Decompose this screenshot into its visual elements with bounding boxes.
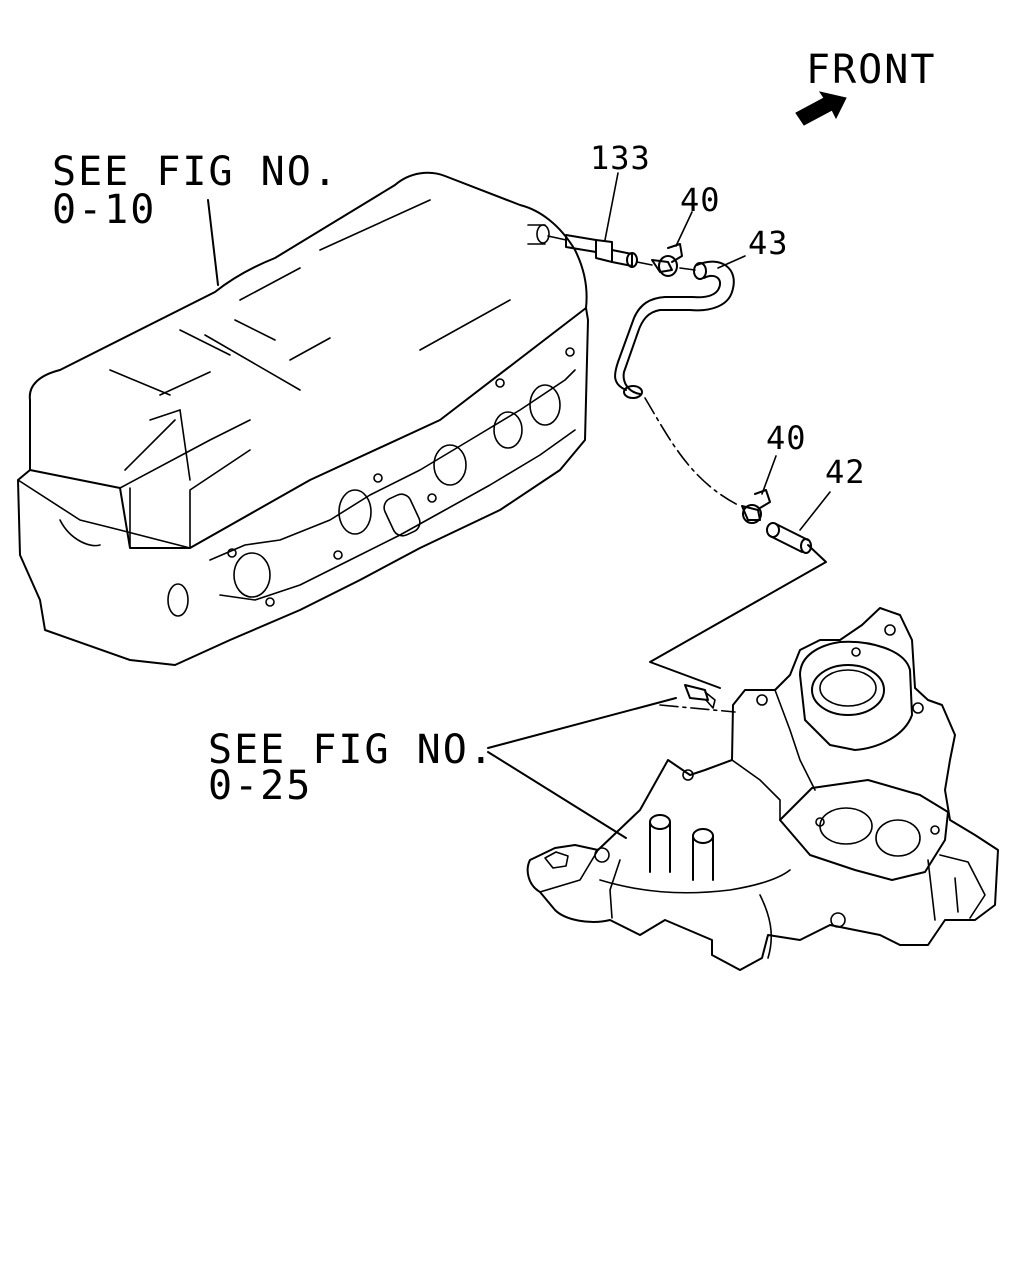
leader-40-bottom	[761, 455, 777, 495]
ref-0-10-line1: SEE FIG NO.	[52, 149, 339, 195]
callout-42: 42	[825, 453, 866, 491]
ref-0-25-line2: 0-25	[208, 763, 313, 809]
ref-0-25-line1: SEE FIG NO.	[208, 727, 495, 773]
leader-0-25-top	[487, 697, 677, 749]
part-43-hose	[614, 260, 735, 399]
leader-40-top	[675, 211, 693, 247]
part-42-pipe	[766, 522, 812, 554]
part-40-clamp-bottom	[741, 489, 771, 524]
leader-42	[799, 491, 831, 531]
front-label: FRONT	[806, 47, 937, 93]
fitting-dash-line	[659, 704, 736, 713]
cylinder-head-assembly	[17, 171, 589, 666]
ref-0-10-line2: 0-10	[52, 187, 157, 233]
callout-40-bottom: 40	[766, 419, 807, 457]
leader-133	[604, 172, 619, 241]
part-40-clamp-top	[651, 243, 696, 277]
front-arrow-icon	[795, 91, 847, 126]
intake-manifold-assembly	[526, 607, 999, 971]
leader-0-25-bottom	[487, 751, 627, 839]
callout-40-top: 40	[680, 181, 721, 219]
leader-43	[717, 255, 746, 269]
hose-route-line	[644, 397, 739, 506]
part-133-fitting	[547, 234, 653, 268]
callout-133: 133	[590, 139, 651, 177]
route-42-to-manifold	[649, 544, 827, 689]
leader-0-10	[207, 199, 219, 286]
callout-43: 43	[748, 224, 789, 262]
